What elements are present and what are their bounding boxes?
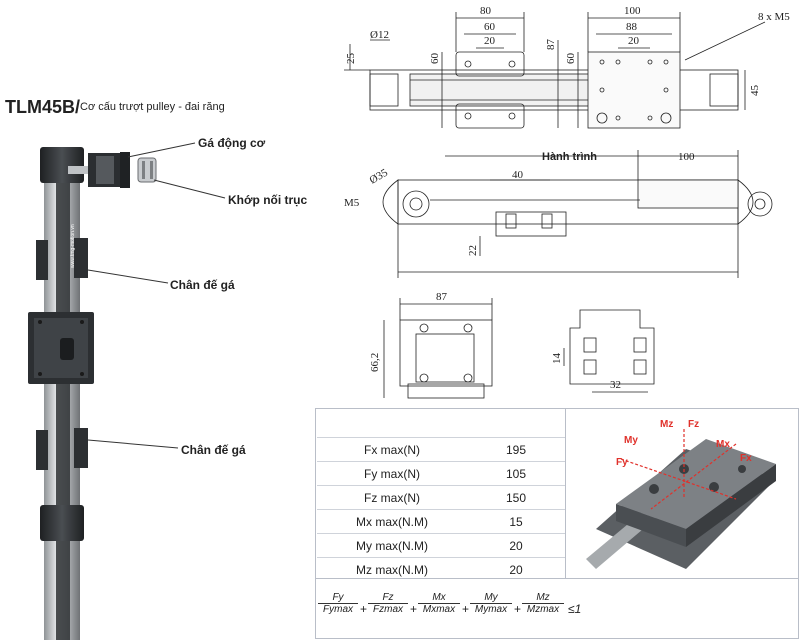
foot-mount-lower-left: [36, 430, 48, 470]
bottom-end-cap: [40, 505, 84, 541]
load-spec-table: Fx max(N)195 Fy max(N)105 Fz max(N)150 M…: [317, 410, 565, 581]
label-mz: Mz: [660, 419, 673, 430]
label-fy: Fy: [616, 457, 628, 468]
technical-drawings: 80 60 20 100 88 20 Ø12 25 60 87 60 45 8 …: [344, 5, 790, 399]
end-view-outline: [399, 319, 493, 387]
dim-25: 25: [345, 53, 357, 65]
profile-outline: [569, 309, 655, 385]
label-fz: Fz: [688, 419, 699, 430]
dim-100-side: 100: [678, 151, 695, 163]
spec-panel-divider: [565, 408, 566, 578]
dim-100: 100: [624, 5, 641, 17]
formula-result: ≤1: [568, 602, 582, 616]
dim-d35: Ø35: [368, 166, 391, 186]
dim-20a: 20: [484, 35, 496, 47]
belt: [56, 150, 70, 640]
dim-45: 45: [749, 85, 761, 97]
dim-22: 22: [467, 245, 479, 256]
callout-motor-mount: Gá động cơ: [198, 136, 266, 150]
dim-87-end: 87: [436, 291, 448, 303]
table-row: My max(N.M)20: [317, 533, 565, 558]
table-row: Fz max(N)150: [317, 485, 565, 510]
callout-foot-mount-2: Chân đế gá: [181, 443, 246, 457]
product-title: TLM45B/: [5, 97, 81, 117]
table-row: Mz max(N.M)20: [317, 557, 565, 581]
foot-mount-upper-left: [36, 240, 48, 280]
dim-14: 14: [551, 353, 563, 365]
dim-d12: Ø12: [370, 29, 389, 41]
dim-40: 40: [512, 169, 524, 181]
dim-60v2: 60: [565, 53, 577, 65]
dim-stroke: Hành trình: [542, 151, 597, 163]
product-subtitle: Cơ cấu trượt pulley - đai răng: [80, 101, 225, 113]
top-end-cap: [40, 147, 84, 183]
dim-60: 60: [484, 21, 496, 33]
label-mx: Mx: [716, 439, 730, 450]
spec-panel-frame: [315, 408, 799, 639]
dim-80: 80: [480, 5, 492, 17]
dim-m5: M5: [344, 197, 360, 209]
dim-32: 32: [610, 379, 621, 391]
table-row: Mx max(N.M)15: [317, 509, 565, 534]
dim-87: 87: [545, 39, 557, 51]
table-row: Fx max(N)195: [317, 437, 565, 462]
dim-60v: 60: [429, 53, 441, 65]
rail-brand-text: www.tmg-motion.vn: [70, 224, 76, 268]
label-my: My: [624, 435, 638, 446]
table-row: Fy max(N)105: [317, 461, 565, 486]
coupling: [137, 157, 157, 183]
dim-holes: 8 x M5: [758, 11, 790, 23]
product-illustration: www.tmg-motion.vn: [28, 142, 226, 640]
callout-coupling: Khớp nối trục: [228, 193, 308, 207]
callout-foot-mount-1: Chân đế gá: [170, 278, 235, 292]
foot-mount-lower-right: [74, 428, 88, 468]
label-fx: Fx: [740, 453, 752, 464]
table-row: [317, 410, 565, 438]
dim-66-2: 66,2: [369, 353, 381, 372]
foot-mount-upper-right: [74, 238, 88, 278]
top-view-carriage: [587, 51, 681, 129]
dim-20b: 20: [628, 35, 640, 47]
load-direction-diagram: Mz Fz My Fy Mx Fx: [586, 419, 776, 569]
dim-88: 88: [626, 21, 638, 33]
